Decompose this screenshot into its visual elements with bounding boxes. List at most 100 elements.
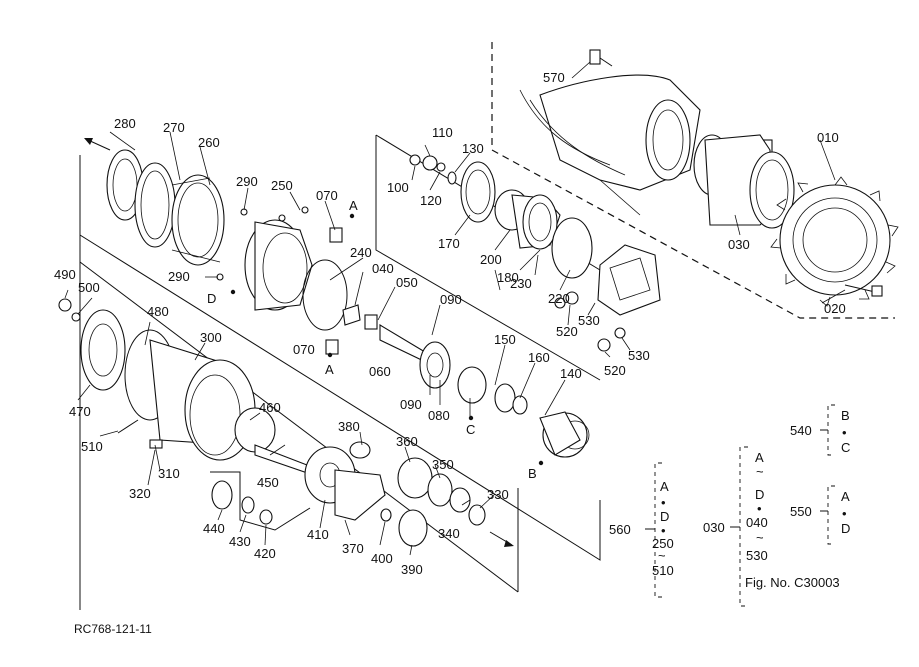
label-430: 430 bbox=[229, 534, 251, 549]
label-570: 570 bbox=[543, 70, 565, 85]
group-030-code: 030 bbox=[703, 520, 725, 535]
label-510: 510 bbox=[81, 439, 103, 454]
ref-letter-a-lower: A bbox=[325, 362, 334, 377]
label-450: 450 bbox=[257, 475, 279, 490]
label-270: 270 bbox=[163, 120, 185, 135]
label-120: 120 bbox=[420, 193, 442, 208]
drive-motor-030 bbox=[693, 134, 795, 229]
group-550-code: 550 bbox=[790, 504, 812, 519]
reference-letters: A D A C B bbox=[207, 198, 537, 481]
group-540-item-1: B bbox=[841, 408, 850, 423]
label-090-a: 090 bbox=[440, 292, 462, 307]
group-540-code: 540 bbox=[790, 423, 812, 438]
label-100: 100 bbox=[387, 180, 409, 195]
group-560: 560 A • D • 250 ~ 510 bbox=[609, 479, 674, 578]
bullets bbox=[230, 213, 544, 466]
bracket-ticks bbox=[645, 429, 828, 530]
label-280: 280 bbox=[114, 116, 136, 131]
group-560-item-1: A bbox=[660, 479, 669, 494]
label-250: 250 bbox=[271, 178, 293, 193]
label-160: 160 bbox=[528, 350, 550, 365]
label-130: 130 bbox=[462, 141, 484, 156]
label-060: 060 bbox=[369, 364, 391, 379]
label-400: 400 bbox=[371, 551, 393, 566]
label-350: 350 bbox=[432, 457, 454, 472]
drawing-code: RC768-121-11 bbox=[74, 622, 152, 636]
group-030: 030 A ~ D • 040 ~ 530 bbox=[703, 450, 768, 563]
part-labels: 280 270 260 290 250 070 290 240 040 050 … bbox=[54, 70, 846, 577]
group-550-item-3: D bbox=[841, 521, 850, 536]
label-260: 260 bbox=[198, 135, 220, 150]
label-090-b: 090 bbox=[400, 397, 422, 412]
group-550: 550 A • D bbox=[790, 489, 850, 536]
group-030-item-6: ~ bbox=[756, 530, 764, 545]
label-150: 150 bbox=[494, 332, 516, 347]
label-070-b: 070 bbox=[293, 342, 315, 357]
ref-letter-d: D bbox=[207, 291, 216, 306]
label-470: 470 bbox=[69, 404, 91, 419]
label-530-a: 530 bbox=[578, 313, 600, 328]
group-560-code: 560 bbox=[609, 522, 631, 537]
ref-letter-b: B bbox=[528, 466, 537, 481]
label-170: 170 bbox=[438, 236, 460, 251]
label-080: 080 bbox=[428, 408, 450, 423]
group-540-item-3: C bbox=[841, 440, 850, 455]
label-240: 240 bbox=[350, 245, 372, 260]
bolt-570 bbox=[589, 49, 613, 67]
label-230: 230 bbox=[510, 276, 532, 291]
label-110: 110 bbox=[432, 125, 453, 140]
label-370: 370 bbox=[342, 541, 364, 556]
group-030-item-7: 530 bbox=[746, 548, 768, 563]
label-310: 310 bbox=[158, 466, 180, 481]
group-030-item-1: A bbox=[755, 450, 764, 465]
label-380: 380 bbox=[338, 419, 360, 434]
label-420: 420 bbox=[254, 546, 276, 561]
label-390: 390 bbox=[401, 562, 423, 577]
group-560-item-4: • bbox=[661, 523, 666, 538]
label-200: 200 bbox=[480, 252, 502, 267]
label-320: 320 bbox=[129, 486, 151, 501]
group-560-item-7: 510 bbox=[652, 563, 674, 578]
label-050: 050 bbox=[396, 275, 418, 290]
group-030-item-4: • bbox=[757, 501, 762, 516]
label-070-a: 070 bbox=[316, 188, 338, 203]
label-030: 030 bbox=[728, 237, 750, 252]
group-030-item-3: D bbox=[755, 487, 764, 502]
label-330: 330 bbox=[487, 487, 509, 502]
group-560-item-6: ~ bbox=[658, 548, 666, 563]
label-520-b: 520 bbox=[604, 363, 626, 378]
group-560-item-3: D bbox=[660, 509, 669, 524]
label-460: 460 bbox=[259, 400, 281, 415]
group-550-item-2: • bbox=[842, 506, 847, 521]
group-560-item-2: • bbox=[661, 495, 666, 510]
label-010: 010 bbox=[817, 130, 839, 145]
group-550-item-1: A bbox=[841, 489, 850, 504]
leader-lines bbox=[64, 61, 846, 556]
label-520-a: 520 bbox=[556, 324, 578, 339]
label-220: 220 bbox=[548, 291, 570, 306]
sprocket-010 bbox=[770, 176, 899, 307]
label-140: 140 bbox=[560, 366, 582, 381]
group-540-item-2: • bbox=[842, 425, 847, 440]
gear-group-middle bbox=[419, 341, 590, 458]
label-290-a: 290 bbox=[236, 174, 258, 189]
group-540: 540 B • C bbox=[790, 408, 850, 455]
motor-frame bbox=[519, 74, 701, 216]
housing-group-lower bbox=[58, 298, 486, 547]
label-440: 440 bbox=[203, 521, 225, 536]
group-560-item-5: 250 bbox=[652, 536, 674, 551]
label-500: 500 bbox=[78, 280, 100, 295]
label-340: 340 bbox=[438, 526, 460, 541]
group-030-item-2: ~ bbox=[756, 464, 764, 479]
ref-letter-c: C bbox=[466, 422, 475, 437]
label-300: 300 bbox=[200, 330, 222, 345]
label-530-b: 530 bbox=[628, 348, 650, 363]
label-180: 180 bbox=[497, 270, 519, 285]
label-290-b: 290 bbox=[168, 269, 190, 284]
ref-letter-a-upper: A bbox=[349, 198, 358, 213]
label-490: 490 bbox=[54, 267, 76, 282]
figure-reference: Fig. No. C30003 bbox=[745, 575, 840, 590]
bolt-020 bbox=[844, 284, 883, 297]
